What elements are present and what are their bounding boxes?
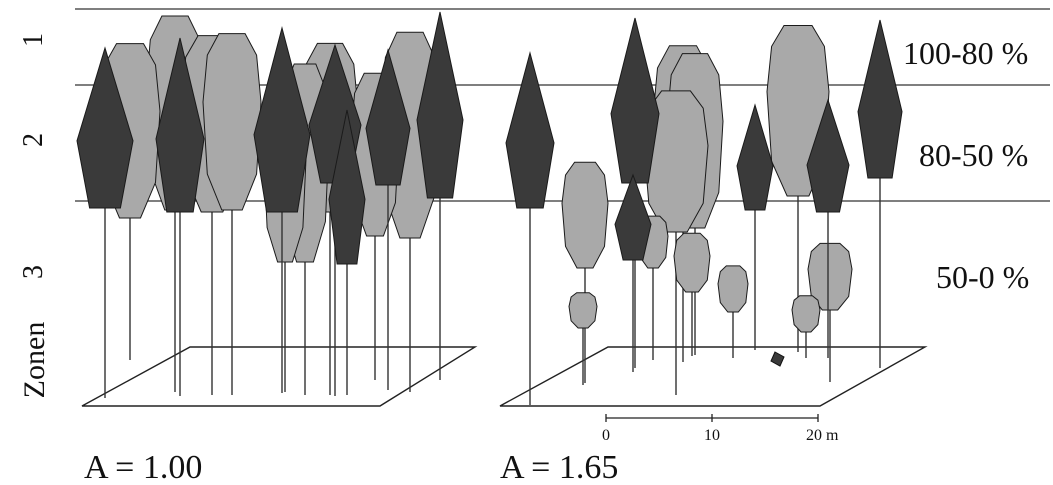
conifer-crown <box>806 98 850 213</box>
zone-range-3: 50-0 % <box>936 259 1029 295</box>
conifer-crown <box>736 103 774 211</box>
scale-tick-10: 10 <box>704 427 720 444</box>
conifer-crown <box>155 37 205 213</box>
conifer-tree <box>416 11 464 380</box>
broadleaf-crown <box>561 161 609 269</box>
conifer-tree <box>505 51 555 405</box>
zone-number-1: 1 <box>18 33 49 47</box>
zone-range-1: 100-80 % <box>903 35 1028 71</box>
conifer-crown <box>505 51 555 209</box>
broadleaf-tree <box>807 242 853 382</box>
zone-number-2: 2 <box>18 133 49 147</box>
broadleaf-tree <box>717 265 749 358</box>
scale-tick-20: 20 m <box>806 427 839 444</box>
broadleaf-tree <box>561 161 609 383</box>
conifer-tree <box>328 109 366 395</box>
conifer-tree <box>253 26 311 393</box>
scale-tick-0: 0 <box>602 427 610 444</box>
conifer-crown <box>614 173 652 261</box>
conifer-tree <box>857 19 903 368</box>
broadleaf-crown <box>717 265 749 313</box>
conifer-tree <box>736 103 774 350</box>
broadleaf-crown <box>673 232 711 293</box>
broadleaf-tree <box>673 232 711 356</box>
caption-stand-right: A = 1.65 <box>500 449 618 485</box>
broadleaf-tree <box>791 295 821 358</box>
conifer-tree <box>155 37 205 396</box>
ground-plot-left <box>81 346 478 407</box>
conifer-crown <box>416 11 464 199</box>
broadleaf-tree <box>202 33 262 395</box>
zones-axis-label: Zonen <box>18 322 51 399</box>
conifer-crown <box>328 109 366 265</box>
conifer-tree <box>365 48 411 390</box>
conifer-crown <box>76 46 134 209</box>
broadleaf-tree <box>568 292 598 385</box>
caption-stand-left: A = 1.00 <box>84 449 202 485</box>
conifer-crown <box>857 19 903 179</box>
zone-range-2: 80-50 % <box>919 137 1028 173</box>
ground-marker <box>770 351 785 367</box>
conifer-crown <box>610 17 660 184</box>
broadleaf-crown <box>202 33 262 211</box>
broadleaf-crown <box>807 242 853 311</box>
zone-number-3: 3 <box>18 265 49 279</box>
conifer-crown <box>365 48 411 186</box>
tree-layer <box>76 11 903 405</box>
ground-plot-right <box>499 346 928 407</box>
broadleaf-crown <box>568 292 598 329</box>
conifer-tree <box>806 98 850 358</box>
scale-bar: 0 10 20 m <box>602 414 839 444</box>
conifer-tree <box>76 46 134 398</box>
conifer-tree <box>614 173 652 372</box>
conifer-crown <box>253 26 311 213</box>
broadleaf-crown <box>791 295 821 333</box>
